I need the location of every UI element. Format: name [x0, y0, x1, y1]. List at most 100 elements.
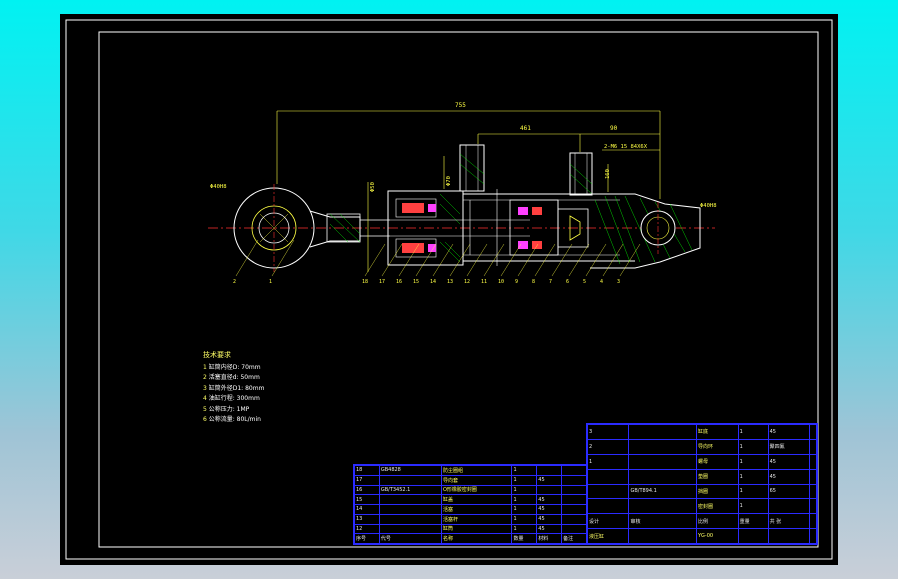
part-balloon: 18: [362, 279, 368, 285]
bom-left-cell: [561, 504, 587, 515]
note-item: 4 油缸行程: 300mm: [203, 394, 264, 405]
bom-right-cell: [809, 498, 817, 515]
balloon-leader: [602, 243, 624, 277]
bom-right-cell: [767, 498, 811, 515]
title-cell: 设计: [586, 513, 630, 530]
cylinder-barrel: [390, 189, 635, 266]
balloon-leader: [432, 243, 454, 277]
title-cell: YG-00: [696, 528, 739, 544]
bom-right-cell: 聚四氟: [767, 438, 811, 455]
bom-left-row: 序号代号名称数量材料备注: [354, 533, 587, 544]
balloon-leader: [517, 243, 539, 277]
bom-right-cell: 1: [737, 438, 769, 455]
note-item: 1 缸筒内径D: 70mm: [203, 363, 264, 374]
bom-right-cell: 导向环: [696, 438, 739, 455]
bom-left-cell: 45: [536, 513, 563, 525]
cylinder-head: [387, 190, 464, 266]
left-port: [459, 144, 485, 192]
bom-right-cell: [809, 453, 817, 470]
balloon-leader: [585, 243, 607, 277]
dim-cap-eye: Φ40H8: [700, 203, 717, 209]
dim-rod: Φ50: [370, 182, 376, 192]
bom-left-cell: [561, 465, 587, 476]
bom-left-cell: 数量: [511, 533, 538, 544]
bom-right-cell: [809, 483, 817, 500]
bom-left-cell: 1: [511, 474, 538, 486]
bom-left-cell: 1: [511, 484, 538, 496]
note-text: 缸筒外径D1: 80mm: [208, 384, 265, 392]
title-row: 设计审核比例重量共 张: [586, 513, 817, 530]
bom-left-cell: 导向套: [440, 474, 513, 486]
bom-right-cell: 1: [586, 453, 630, 470]
bom-left-cell: 活塞杆: [440, 513, 513, 525]
drawing-sheet: 755 461 90 2-M6 15 84X6X 160 Φ40H8 Φ40H8…: [60, 14, 838, 565]
part-balloon: 17: [379, 279, 385, 285]
bom-right-cell: [809, 438, 817, 455]
note-text: 缸筒内径D: 70mm: [208, 363, 261, 371]
bom-left-cell: GB/T3452.1: [378, 484, 442, 496]
balloon-leader: [235, 239, 259, 277]
part-balloon: 5: [583, 279, 586, 285]
balloon-leader: [364, 243, 386, 277]
bom-right-cell: [628, 424, 697, 440]
balloon-leader: [415, 243, 437, 277]
bom-left-cell: GB4828: [378, 465, 442, 476]
part-balloon: 1: [269, 279, 272, 285]
bom-right-cell: [628, 468, 697, 485]
balloon-leader: [381, 243, 403, 277]
bom-right-cell: 65: [767, 483, 811, 500]
bom-right-cell: [586, 498, 630, 515]
bom-right-cell: 1: [737, 483, 769, 500]
dimension-lines: [276, 110, 661, 272]
note-number: 4: [203, 395, 209, 402]
balloon-leader: [466, 243, 488, 277]
bom-right-cell: 垫圈: [696, 468, 739, 485]
bom-right-cell: GB/T894.1: [628, 483, 697, 500]
outer-frame: [65, 19, 833, 560]
note-number: 3: [203, 384, 209, 392]
bom-right-cell: [628, 453, 697, 470]
bom-right-cell: 缸底: [696, 424, 739, 440]
bom-left-cell: [536, 484, 563, 496]
bom-right-cell: 45: [767, 424, 811, 440]
part-balloon: 7: [549, 279, 552, 285]
title-cell: [767, 528, 811, 544]
part-balloon: 12: [464, 279, 470, 285]
part-balloon: 15: [413, 279, 419, 285]
bom-left-cell: [561, 474, 587, 486]
piston: [509, 199, 589, 256]
bom-left-cell: 14: [354, 504, 380, 515]
rod-eye: [233, 184, 361, 272]
part-balloon: 11: [481, 279, 487, 285]
title-cell: [809, 528, 817, 544]
balloon-leader: [551, 243, 573, 277]
bom-right-cell: [628, 438, 697, 455]
bom-left-cell: 防尘圈组: [440, 465, 513, 476]
bom-left-cell: [561, 484, 587, 496]
note-text: 公称流量: 80L/min: [208, 416, 261, 423]
bom-right-cell: 1: [737, 498, 769, 515]
bom-right-cell: [809, 424, 817, 440]
note-item: 6 公称流量: 80L/min: [203, 415, 264, 426]
balloon-leader: [271, 239, 295, 277]
note-number: 5: [203, 405, 209, 413]
bom-left-cell: 45: [536, 523, 563, 535]
bom-left-cell: 12: [354, 523, 380, 535]
balloon-leader: [568, 243, 590, 277]
bom-left-cell: 代号: [378, 533, 442, 544]
bom-left-cell: 17: [354, 474, 380, 486]
title-cell: 重量: [737, 513, 769, 530]
dim-stroke-right: 90: [610, 125, 618, 132]
part-balloon: 10: [498, 279, 504, 285]
bom-right-cell: 45: [767, 468, 811, 485]
part-balloon: 8: [532, 279, 535, 285]
bom-left-cell: [378, 474, 442, 486]
bom-left-cell: [561, 513, 587, 525]
note-text: 油缸行程: 300mm: [208, 395, 260, 402]
